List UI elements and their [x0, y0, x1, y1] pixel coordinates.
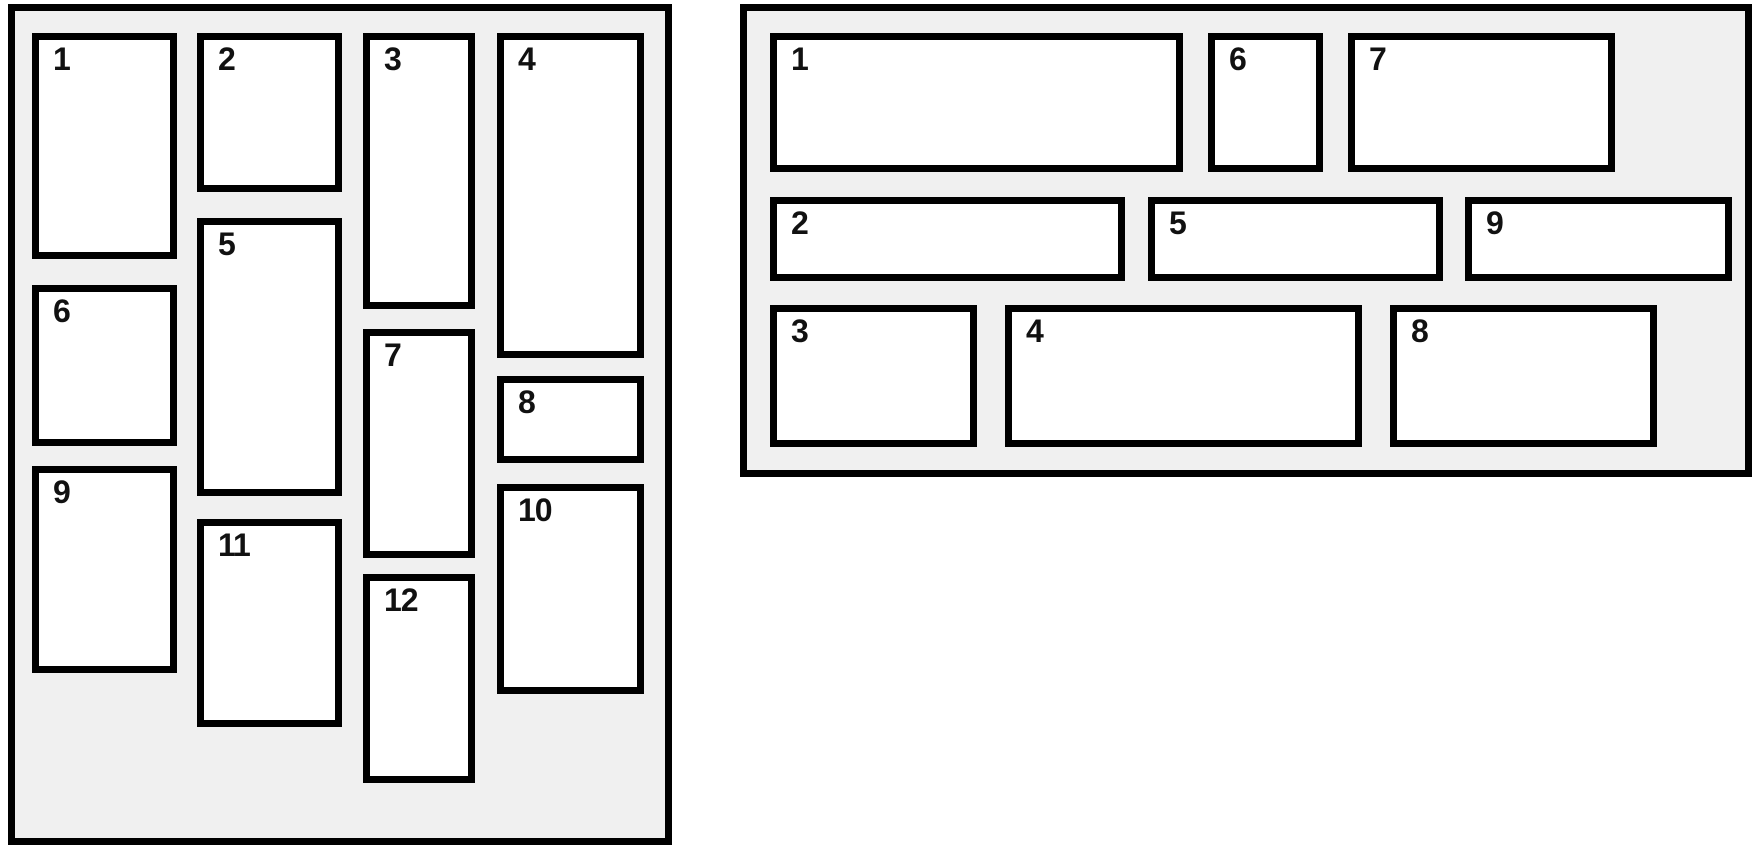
- masonry-box: 1: [770, 33, 1183, 172]
- box-number-label: 3: [384, 41, 402, 77]
- box-number-label: 11: [218, 527, 251, 563]
- masonry-box: 11: [197, 519, 342, 727]
- box-number-label: 6: [1229, 41, 1247, 77]
- masonry-box: 1: [32, 33, 177, 259]
- masonry-box: 5: [1148, 197, 1443, 281]
- box-number-label: 2: [791, 205, 809, 241]
- masonry-box: 5: [197, 218, 342, 496]
- box-number-label: 2: [218, 41, 236, 77]
- masonry-box: 4: [497, 33, 644, 358]
- box-number-label: 5: [1169, 205, 1187, 241]
- row-masonry-panel: 1 2 3 4 5 6 7 8 9: [740, 4, 1752, 477]
- masonry-box: 3: [363, 33, 475, 309]
- box-number-label: 1: [791, 41, 809, 77]
- box-number-label: 12: [384, 582, 419, 618]
- masonry-box: 2: [197, 33, 342, 192]
- masonry-box: 7: [363, 329, 475, 558]
- box-number-label: 7: [384, 337, 402, 373]
- box-number-label: 1: [53, 41, 71, 77]
- masonry-box: 8: [497, 376, 644, 463]
- box-number-label: 7: [1369, 41, 1387, 77]
- masonry-box: 7: [1348, 33, 1615, 172]
- masonry-box: 4: [1005, 305, 1362, 447]
- box-number-label: 9: [1486, 205, 1504, 241]
- box-number-label: 4: [518, 41, 536, 77]
- masonry-box: 12: [363, 574, 475, 783]
- masonry-box: 3: [770, 305, 977, 447]
- box-number-label: 9: [53, 474, 71, 510]
- box-number-label: 4: [1026, 313, 1044, 349]
- box-number-label: 8: [1411, 313, 1429, 349]
- masonry-box: 9: [1465, 197, 1732, 281]
- masonry-box: 9: [32, 466, 177, 673]
- box-number-label: 6: [53, 293, 71, 329]
- masonry-box: 6: [32, 285, 177, 446]
- box-number-label: 3: [791, 313, 809, 349]
- box-number-label: 8: [518, 384, 536, 420]
- box-number-label: 5: [218, 226, 236, 262]
- masonry-box: 10: [497, 484, 644, 694]
- box-number-label: 10: [518, 492, 553, 528]
- masonry-box: 8: [1390, 305, 1657, 447]
- masonry-box: 2: [770, 197, 1125, 281]
- masonry-box: 6: [1208, 33, 1323, 172]
